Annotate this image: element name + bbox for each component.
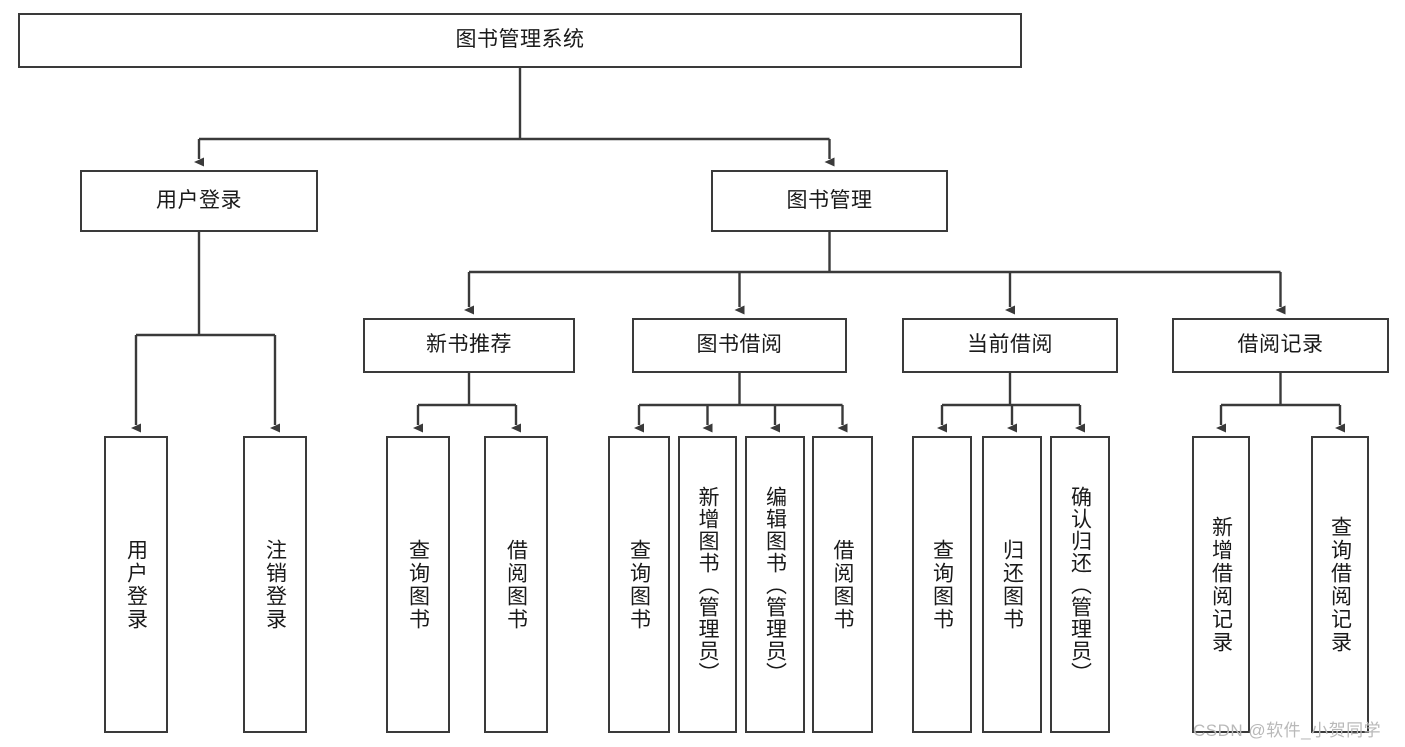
node-book-management[interactable]: 图书管理 <box>711 170 948 232</box>
node-label: 图书管理系统 <box>455 28 585 52</box>
node-leaf-borrow-book-recommend[interactable]: 借阅图书 <box>484 436 548 733</box>
node-leaf-user-login[interactable]: 用户登录 <box>104 436 168 733</box>
node-leaf-query-book-borrow[interactable]: 查询图书 <box>608 436 670 733</box>
node-user-login[interactable]: 用户登录 <box>80 170 318 232</box>
node-label: 新增借阅记录 <box>1209 515 1233 654</box>
node-label: 图书借阅 <box>696 333 783 357</box>
node-leaf-add-book[interactable]: 新增图书（管理员） <box>678 436 737 733</box>
node-label: 当前借阅 <box>967 333 1053 357</box>
node-borrow-record[interactable]: 借阅记录 <box>1172 318 1389 373</box>
node-label: 查询图书 <box>406 538 430 631</box>
node-label: 查询图书 <box>930 538 954 631</box>
node-label: 用户登录 <box>124 538 148 631</box>
node-label: 借阅图书 <box>504 538 528 631</box>
node-book-borrow[interactable]: 图书借阅 <box>632 318 847 373</box>
node-label: 用户登录 <box>156 188 242 212</box>
node-label: 注销登录 <box>263 538 287 631</box>
node-label: 借阅记录 <box>1237 333 1324 357</box>
node-root[interactable]: 图书管理系统 <box>18 13 1022 68</box>
node-label: 图书管理 <box>786 188 873 212</box>
node-label: 查询借阅记录 <box>1328 515 1352 654</box>
node-label: 编辑图书（管理员） <box>763 485 787 684</box>
node-label: 查询图书 <box>627 538 651 631</box>
node-label: 归还图书 <box>1000 538 1024 631</box>
node-leaf-edit-book[interactable]: 编辑图书（管理员） <box>745 436 805 733</box>
node-leaf-borrow-book[interactable]: 借阅图书 <box>812 436 873 733</box>
connector-lines <box>131 68 1345 433</box>
node-label: 新书推荐 <box>426 333 512 357</box>
node-leaf-add-borrow-record[interactable]: 新增借阅记录 <box>1192 436 1250 733</box>
node-current-borrow[interactable]: 当前借阅 <box>902 318 1118 373</box>
node-new-book-recommend[interactable]: 新书推荐 <box>363 318 575 373</box>
node-leaf-query-borrow-record[interactable]: 查询借阅记录 <box>1311 436 1369 733</box>
node-leaf-confirm-return[interactable]: 确认归还（管理员） <box>1050 436 1110 733</box>
node-leaf-logout[interactable]: 注销登录 <box>243 436 307 733</box>
node-label: 确认归还（管理员） <box>1068 485 1092 684</box>
node-label: 借阅图书 <box>831 538 854 631</box>
node-leaf-query-book-current[interactable]: 查询图书 <box>912 436 972 733</box>
node-label: 新增图书（管理员） <box>696 485 719 684</box>
node-leaf-query-book-recommend[interactable]: 查询图书 <box>386 436 450 733</box>
node-leaf-return-book[interactable]: 归还图书 <box>982 436 1042 733</box>
